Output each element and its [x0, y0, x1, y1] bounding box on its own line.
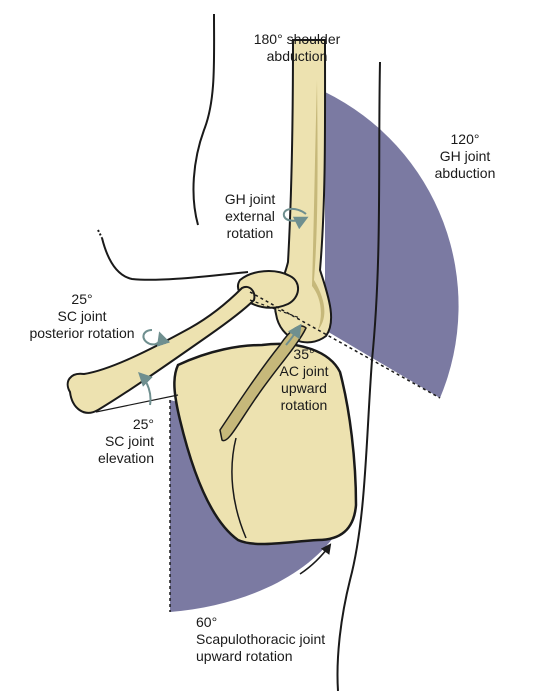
- sc-elevation-value: 25°: [132, 416, 154, 432]
- neck-outline: [192, 13, 216, 226]
- shoulder-abduction-line1: shoulder: [286, 31, 341, 47]
- label-sc-posterior-rotation: 25° SC joint posterior rotation: [12, 291, 152, 342]
- gh-abduction-value: 120°: [450, 131, 480, 147]
- sc-elevation-arrow: [138, 372, 153, 406]
- ac-upward-line1: AC joint: [279, 363, 329, 379]
- gh-abduction-line2: abduction: [434, 165, 496, 181]
- label-scapulothoracic: 60° Scapulothoracic joint upward rotatio…: [196, 614, 366, 665]
- sc-elevation-line2: elevation: [97, 450, 154, 466]
- clavicle-reference-line: [95, 394, 179, 413]
- humerus-shading: [312, 80, 325, 330]
- gh-abduction-sector: [325, 92, 459, 398]
- scapula-medial-border: [231, 437, 247, 539]
- ac-upward-value: 35°: [293, 346, 315, 362]
- gh-external-line1: GH joint: [224, 191, 276, 207]
- gh-external-line3: rotation: [226, 225, 274, 241]
- scapulothoracic-value: 60°: [196, 614, 218, 630]
- label-gh-abduction: 120° GH joint abduction: [420, 131, 510, 182]
- scapulothoracic-rotation-arrow: [299, 543, 332, 575]
- scapulothoracic-line1: Scapulothoracic joint: [196, 631, 326, 647]
- shoulder-abduction-line2: abduction: [266, 48, 328, 64]
- sc-posterior-line2: posterior rotation: [29, 325, 135, 341]
- sc-posterior-rotation-arrow: [142, 329, 171, 347]
- sc-posterior-value: 25°: [71, 291, 93, 307]
- trunk-outline: [336, 61, 381, 691]
- gh-reference-line: [249, 291, 441, 399]
- clavicle: [66, 286, 256, 414]
- scapular-spine: [219, 325, 307, 442]
- label-sc-elevation: 25° SC joint elevation: [80, 416, 154, 467]
- label-gh-external-rotation: GH joint external rotation: [214, 191, 286, 242]
- scapulothoracic-line2: upward rotation: [196, 648, 293, 664]
- ac-upward-rotation-arrow: [285, 323, 302, 346]
- label-shoulder-abduction: 180° shoulder abduction: [232, 31, 362, 65]
- sc-elevation-line1: SC joint: [104, 433, 154, 449]
- ac-reference-line: [249, 299, 301, 319]
- shoulder-contour: [101, 237, 249, 281]
- gh-external-line2: external: [225, 208, 275, 224]
- shoulder-abduction-value: 180°: [253, 31, 283, 47]
- ac-upward-line3: rotation: [280, 397, 328, 413]
- gh-external-rotation-arrow: [282, 208, 309, 230]
- ac-upward-line2: upward: [281, 380, 327, 396]
- neck-stub: [97, 229, 103, 239]
- sc-posterior-line1: SC joint: [57, 308, 107, 324]
- label-ac-upward-rotation: 35° AC joint upward rotation: [264, 346, 344, 414]
- scapula: [173, 342, 358, 546]
- gh-abduction-line1: GH joint: [439, 148, 491, 164]
